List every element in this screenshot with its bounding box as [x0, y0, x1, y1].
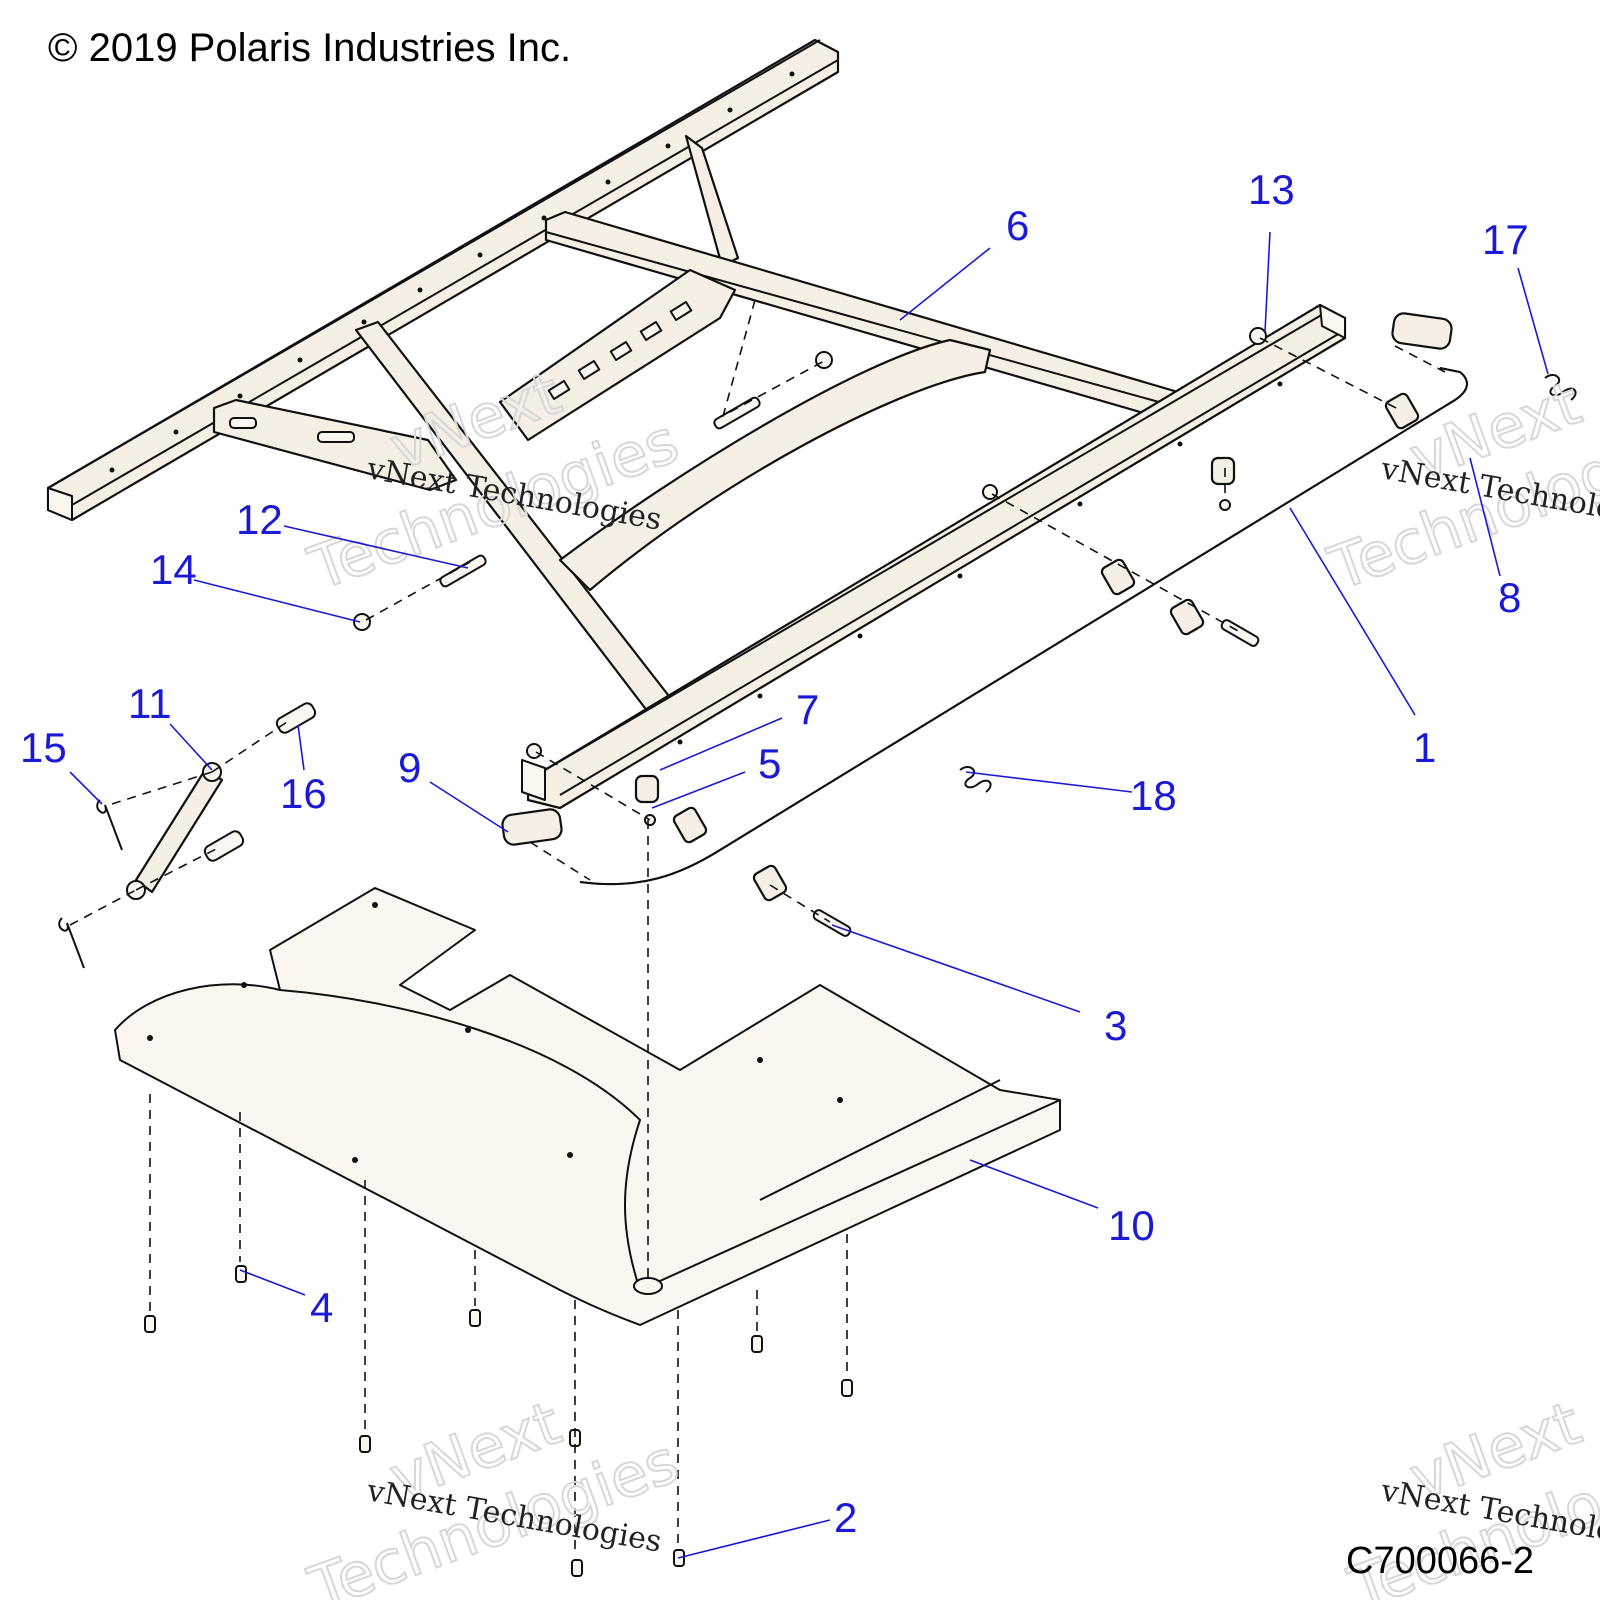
isolator-7 — [634, 774, 660, 804]
callout-11: 11 — [128, 680, 172, 727]
callout-6: 6 — [1006, 202, 1029, 249]
callout-8: 8 — [1498, 574, 1521, 621]
stabilizer-bar — [579, 367, 1468, 886]
spring-18 — [959, 766, 992, 793]
callout-17: 17 — [1482, 216, 1529, 263]
bumper-upper — [1391, 312, 1453, 350]
pin-16-lower — [203, 830, 245, 862]
callouts: 1 2 3 4 5 6 7 8 9 10 11 12 13 14 15 16 1… — [20, 166, 1529, 1541]
callout-16: 16 — [280, 770, 327, 817]
skid-plate — [114, 887, 1061, 1326]
callout-2: 2 — [834, 1494, 857, 1541]
callout-4: 4 — [310, 1284, 333, 1331]
bumper-9 — [501, 808, 563, 846]
callout-13: 13 — [1248, 166, 1295, 213]
clip-15-lower — [58, 917, 85, 969]
bar-clamps — [672, 392, 1420, 902]
leader-lines — [69, 231, 1549, 1559]
callout-15: 15 — [20, 724, 67, 771]
callout-12: 12 — [236, 496, 283, 543]
skid-plate-screws — [144, 1265, 853, 1577]
spring-17 — [1544, 374, 1577, 401]
frame-assembly — [46, 38, 1347, 810]
callout-3: 3 — [1104, 1002, 1127, 1049]
callout-9: 9 — [398, 744, 421, 791]
callout-10: 10 — [1108, 1202, 1155, 1249]
callout-18: 18 — [1130, 772, 1177, 819]
clip-15-upper — [96, 799, 123, 851]
callout-14: 14 — [150, 546, 197, 593]
callout-5: 5 — [758, 740, 781, 787]
diagram-code: C700066-2 — [1346, 1540, 1535, 1582]
assembly-lines — [69, 299, 1446, 1556]
copyright-text: © 2019 Polaris Industries Inc. — [48, 26, 572, 70]
callout-7: 7 — [796, 686, 819, 733]
pin-16-upper — [275, 702, 317, 734]
callout-1: 1 — [1413, 724, 1436, 771]
isolator-upper — [1210, 456, 1236, 486]
